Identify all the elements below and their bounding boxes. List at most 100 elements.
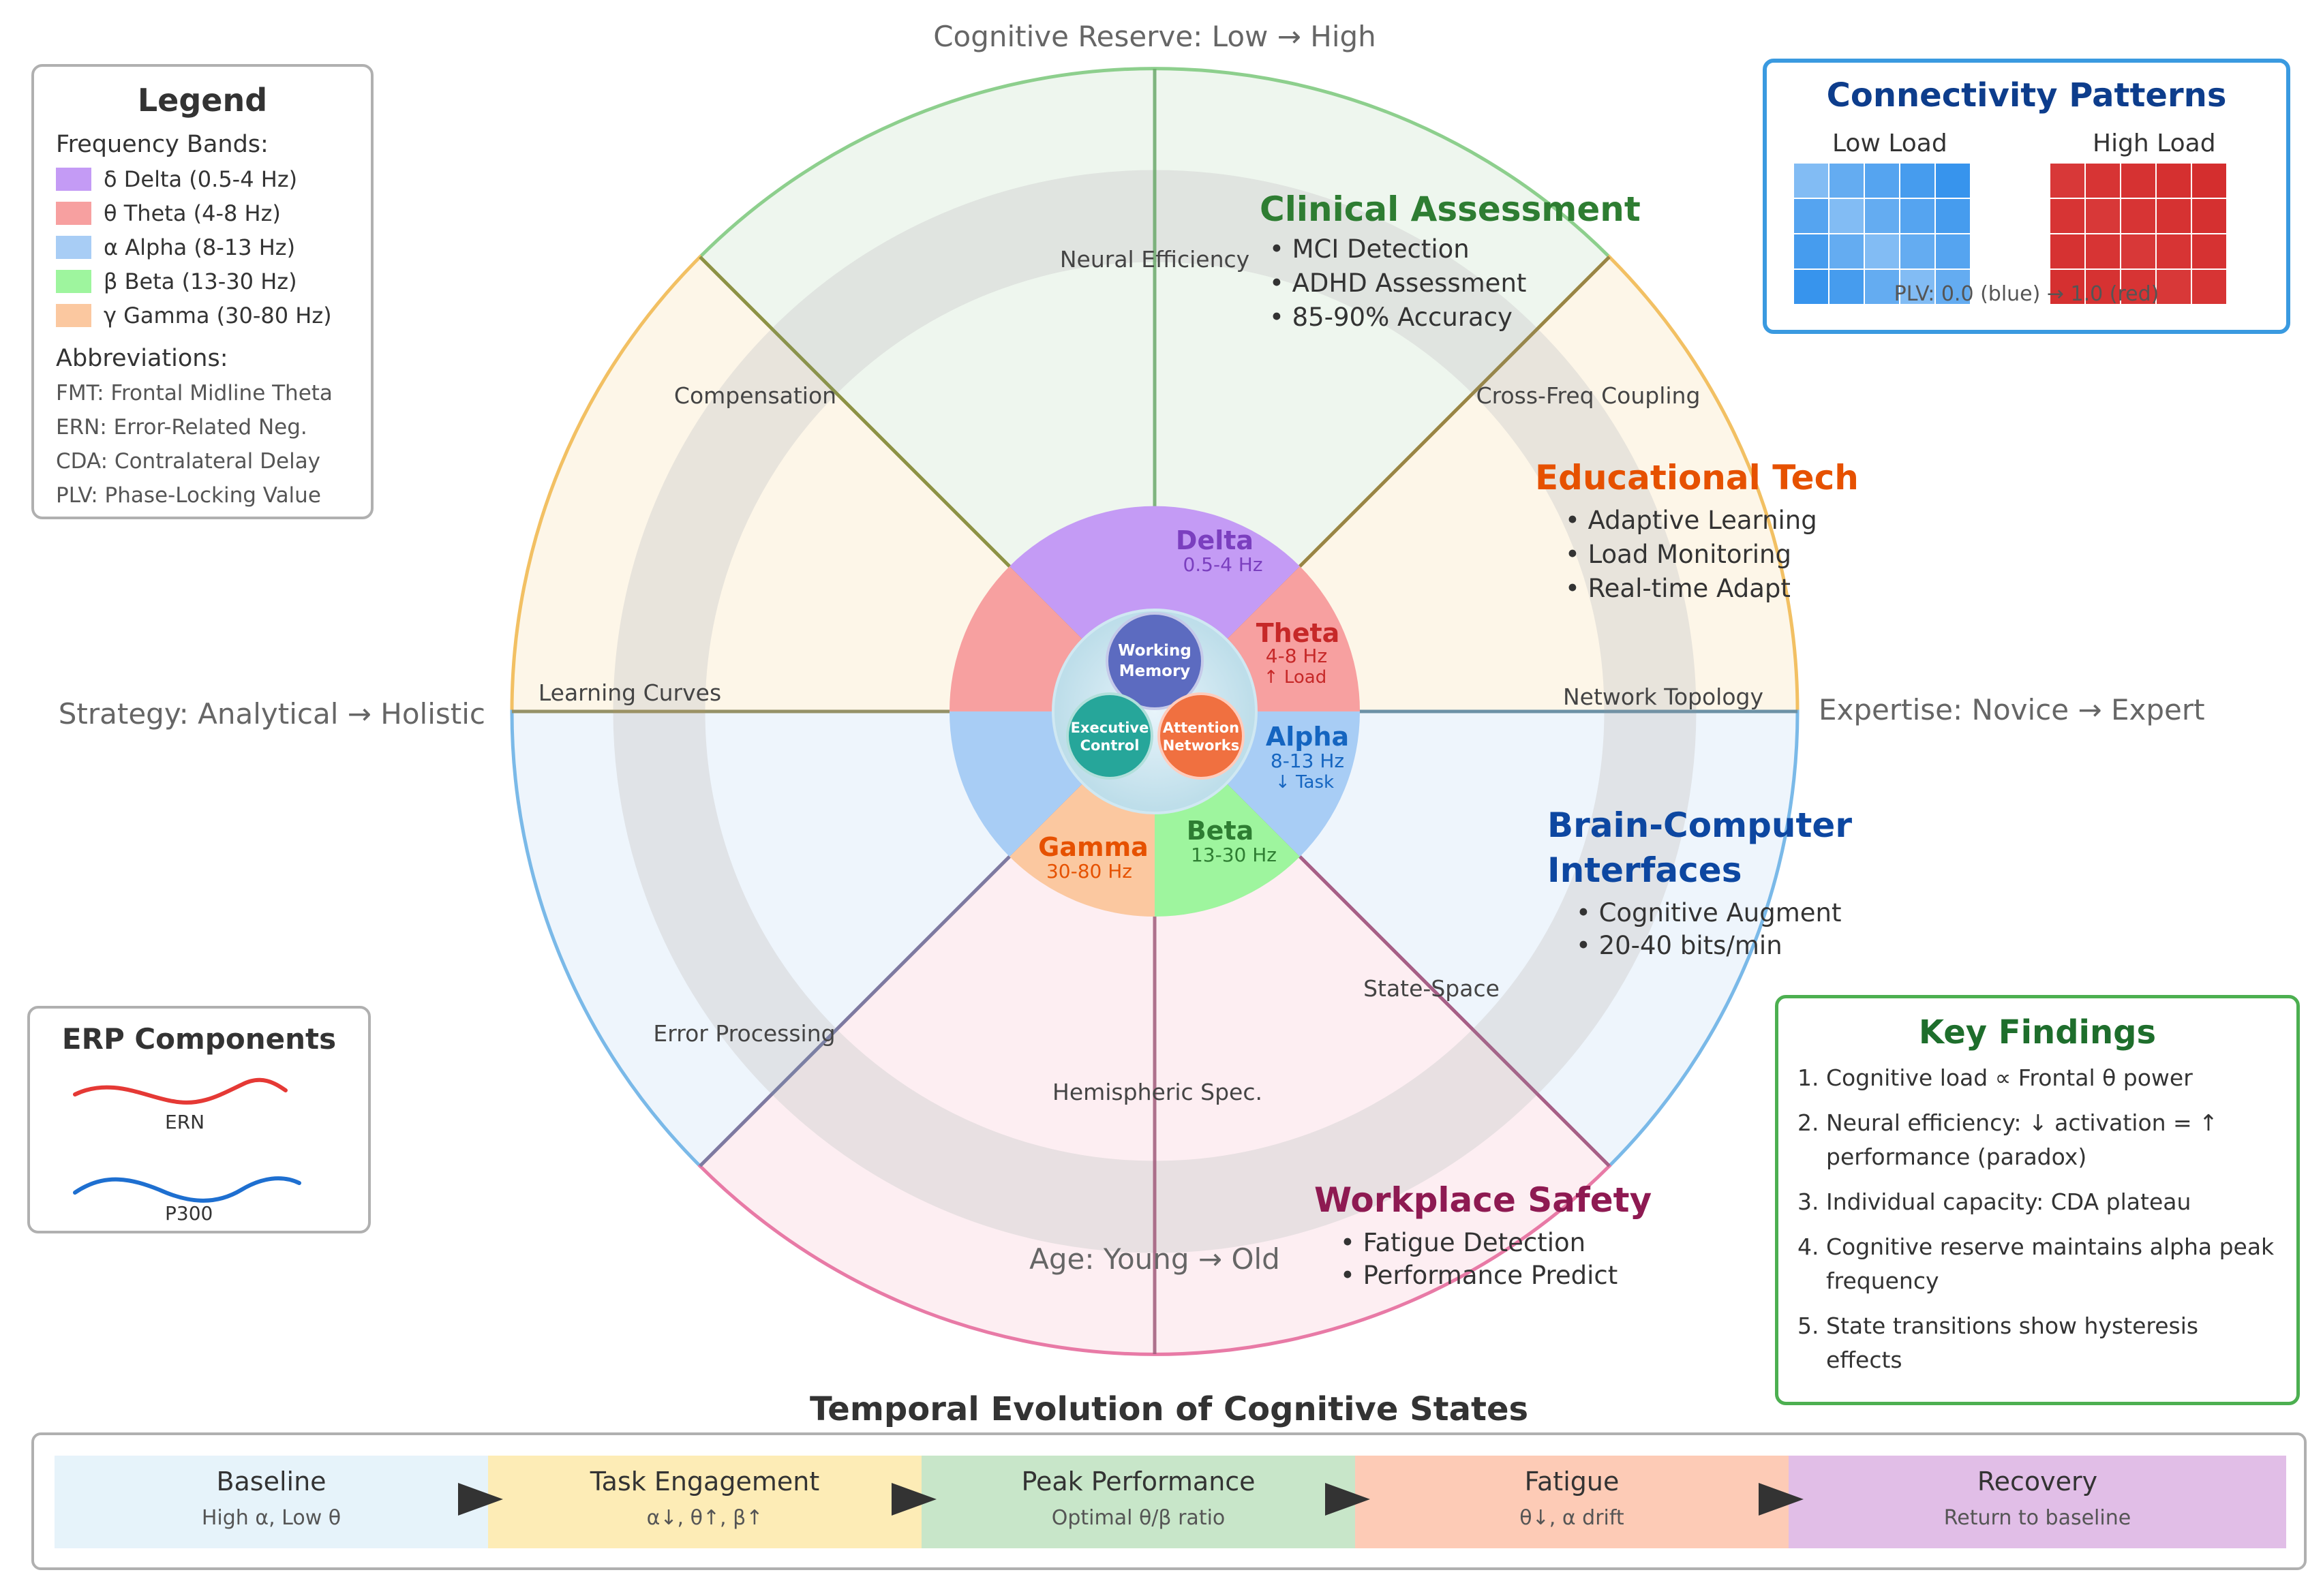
erp-title: ERP Components xyxy=(61,1022,337,1056)
legend-item-gamma: γ Gamma (30-80 Hz) xyxy=(56,298,349,333)
ring-label-neural-efficiency: Neural Efficiency xyxy=(1060,246,1249,273)
matrix-cell xyxy=(1936,234,1970,268)
attention-networks-node xyxy=(1157,692,1245,780)
axis-label-left: Strategy: Analytical → Holistic xyxy=(59,697,485,731)
matrix-cell xyxy=(1936,164,1970,198)
timeline-arrow-icon xyxy=(892,1483,937,1516)
key-finding-item: Neural efficiency: ↓ activation = ↑ perf… xyxy=(1826,1106,2276,1174)
axis-label-right: Expertise: Novice → Expert xyxy=(1819,693,2205,726)
matrix-cell xyxy=(2121,234,2155,268)
core-wm-line1: Working xyxy=(1118,642,1191,660)
legend-label: δ Delta (0.5-4 Hz) xyxy=(104,166,298,192)
matrix-cell xyxy=(2086,199,2120,233)
app-edtech-title: Educational Tech xyxy=(1535,458,1859,497)
legend-title: Legend xyxy=(137,82,268,119)
matrix-cell xyxy=(2157,270,2191,304)
erp-p300-label: P300 xyxy=(165,1202,213,1225)
band-alpha-note: ↓ Task xyxy=(1275,772,1334,793)
legend-abbr-cda: CDA: Contralateral Delay xyxy=(56,449,321,474)
legend-abbr-heading: Abbreviations: xyxy=(56,345,228,372)
stage-title: Recovery xyxy=(1977,1467,2098,1497)
matrix-cell xyxy=(1829,234,1864,268)
legend-item-delta: δ Delta (0.5-4 Hz) xyxy=(56,162,349,196)
matrix-cell xyxy=(2121,164,2155,198)
p300-wave xyxy=(73,1176,301,1203)
legend-abbr-plv: PLV: Phase-Locking Value xyxy=(56,483,321,508)
core-exec-line1: Executive xyxy=(1071,720,1149,736)
stage-sub: High α, Low θ xyxy=(201,1506,341,1530)
matrix-cell xyxy=(2192,199,2226,233)
band-delta-name: Delta xyxy=(1176,525,1254,555)
key-findings-title: Key Findings xyxy=(1918,1013,2157,1052)
matrix-cell xyxy=(1865,270,1899,304)
matrix-cell xyxy=(2086,234,2120,268)
working-memory-node xyxy=(1106,612,1204,710)
legend-label: α Alpha (8-13 Hz) xyxy=(104,234,296,260)
legend-panel: Legend Frequency Bands: δ Delta (0.5-4 H… xyxy=(31,64,374,519)
stage-sub: Optimal θ/β ratio xyxy=(1051,1506,1226,1530)
stage-title: Fatigue xyxy=(1524,1467,1620,1497)
legend-item-alpha: α Alpha (8-13 Hz) xyxy=(56,230,349,264)
low-load-matrix xyxy=(1794,164,1970,304)
matrix-cell xyxy=(2192,164,2226,198)
ring-label-error-processing: Error Processing xyxy=(653,1020,835,1047)
matrix-cell xyxy=(1829,270,1864,304)
app-bci-item-1: • Cognitive Augment xyxy=(1576,898,1842,927)
matrix-cell xyxy=(1900,164,1934,198)
core-exec-line2: Control xyxy=(1080,737,1140,754)
band-beta-range: 13-30 Hz xyxy=(1191,844,1277,866)
connectivity-low-label: Low Load xyxy=(1832,129,1947,157)
app-workplace-item-1: • Fatigue Detection xyxy=(1340,1228,1585,1257)
key-findings-panel: Key Findings Cognitive load ∝ Frontal θ … xyxy=(1775,995,2300,1405)
connectivity-title: Connectivity Patterns xyxy=(1826,76,2227,114)
stage-sub: θ↓, α drift xyxy=(1519,1506,1624,1530)
legend-swatch-gamma xyxy=(56,304,91,327)
erp-ern-label: ERN xyxy=(165,1111,205,1133)
matrix-cell xyxy=(2050,234,2084,268)
timeline-stage-engagement: Task Engagement α↓, θ↑, β↑ xyxy=(488,1456,922,1548)
erp-waveforms xyxy=(73,1077,301,1203)
app-clinical-item-3: • 85-90% Accuracy xyxy=(1269,303,1513,332)
ern-wave xyxy=(73,1077,288,1105)
matrix-cell xyxy=(1936,270,1970,304)
legend-swatch-theta xyxy=(56,202,91,225)
connectivity-panel: Connectivity Patterns Low Load High Load… xyxy=(1763,59,2290,334)
stage-title: Peak Performance xyxy=(1021,1467,1256,1497)
matrix-cell xyxy=(1900,234,1934,268)
key-finding-item: Individual capacity: CDA plateau xyxy=(1826,1185,2276,1219)
app-clinical-title: Clinical Assessment xyxy=(1260,189,1641,229)
app-bci-title-2: Interfaces xyxy=(1547,850,1742,890)
ring-label-hemispheric: Hemispheric Spec. xyxy=(1052,1079,1262,1105)
high-load-matrix xyxy=(2050,164,2226,304)
band-theta-name: Theta xyxy=(1256,618,1340,648)
matrix-cell xyxy=(2086,270,2120,304)
app-workplace-item-2: • Performance Predict xyxy=(1340,1261,1618,1290)
app-bci-item-2: • 20-40 bits/min xyxy=(1576,931,1782,960)
legend-label: γ Gamma (30-80 Hz) xyxy=(104,303,332,328)
axis-label-top: Cognitive Reserve: Low → High xyxy=(933,20,1376,53)
stage-sub: Return to baseline xyxy=(1943,1506,2131,1530)
legend-bands-heading: Frequency Bands: xyxy=(56,131,269,158)
legend-label: θ Theta (4-8 Hz) xyxy=(104,200,281,226)
core-wm-line2: Memory xyxy=(1119,662,1191,680)
legend-abbr-fmt: FMT: Frontal Midline Theta xyxy=(56,381,333,405)
matrix-cell xyxy=(2157,199,2191,233)
ring-label-state-space: State-Space xyxy=(1363,975,1500,1002)
band-theta-range: 4-8 Hz xyxy=(1266,645,1327,667)
matrix-cell xyxy=(1794,270,1828,304)
matrix-cell xyxy=(1865,234,1899,268)
connectivity-note: PLV: 0.0 (blue) → 1.0 (red) xyxy=(1894,282,2159,306)
key-finding-item: State transitions show hysteresis effect… xyxy=(1826,1309,2276,1377)
key-findings-list: Cognitive load ∝ Frontal θ power Neural … xyxy=(1799,1061,2276,1377)
app-workplace-title: Workplace Safety xyxy=(1314,1180,1652,1220)
timeline-panel: Baseline High α, Low θ Task Engagement α… xyxy=(31,1432,2307,1570)
band-theta-note: ↑ Load xyxy=(1264,667,1326,688)
ring-label-network-topology: Network Topology xyxy=(1563,684,1763,710)
legend-abbr-ern: ERN: Error-Related Neg. xyxy=(56,415,307,440)
app-clinical-item-2: • ADHD Assessment xyxy=(1269,268,1526,298)
band-alpha-range: 8-13 Hz xyxy=(1271,750,1344,772)
erp-panel: ERP Components ERN P300 xyxy=(27,1006,371,1233)
matrix-cell xyxy=(2050,164,2084,198)
band-gamma-name: Gamma xyxy=(1038,832,1149,862)
matrix-cell xyxy=(2192,270,2226,304)
